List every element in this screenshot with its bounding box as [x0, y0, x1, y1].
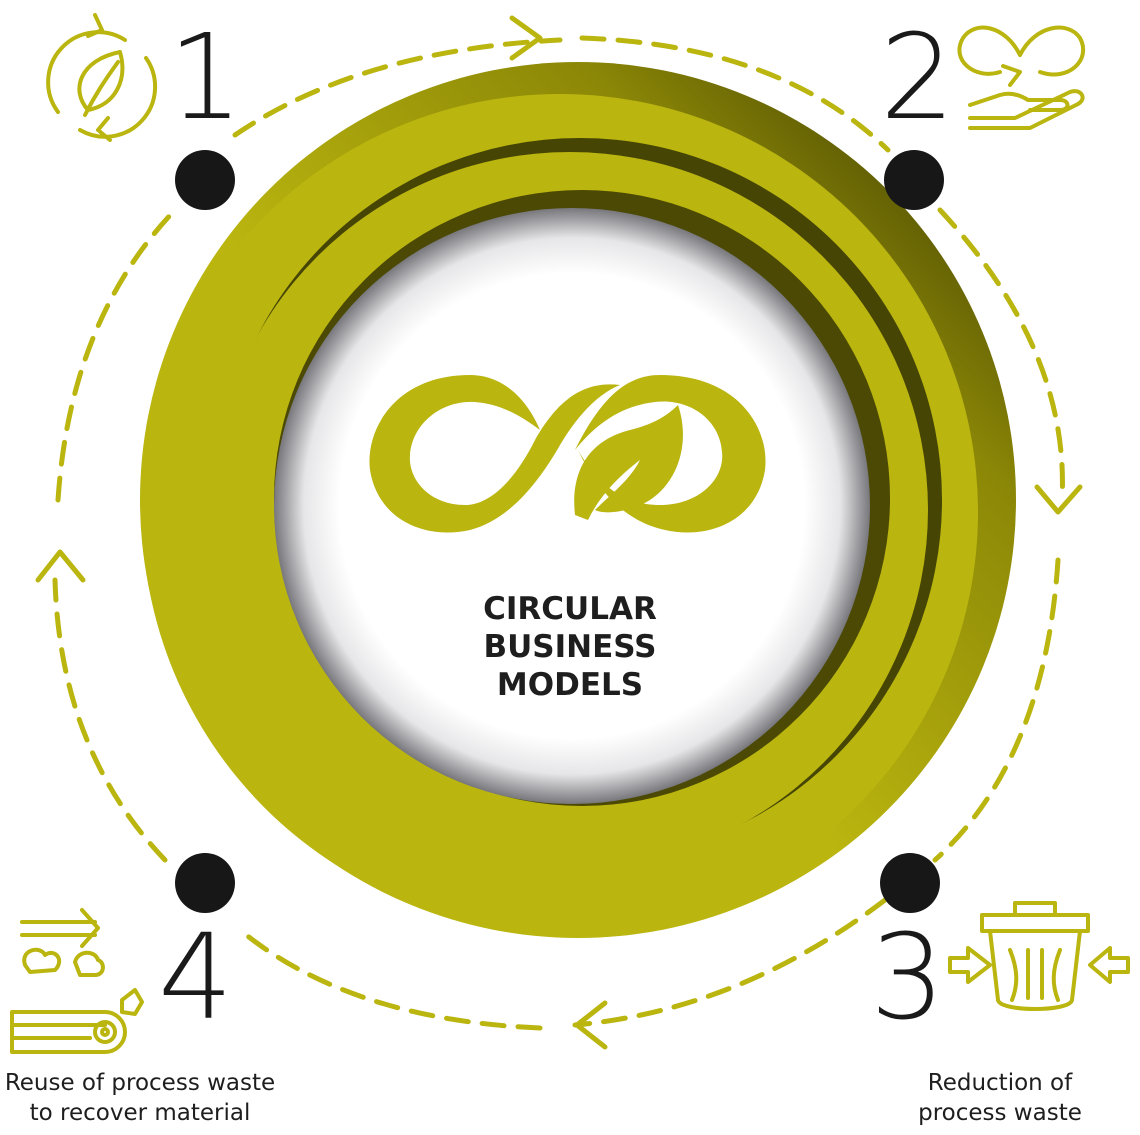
- cycle-path: [52, 35, 1065, 1031]
- leaf-recycle-icon: [46, 13, 158, 142]
- arrow-head-left: [35, 549, 86, 583]
- step-4-caption: Reuse of process waste to recover materi…: [0, 1068, 290, 1128]
- arc-top-right: [579, 35, 891, 153]
- center-title-line-1: CIRCULAR: [483, 591, 657, 627]
- hand-infinity-icon: [957, 25, 1086, 130]
- leaf-shape: [574, 405, 683, 520]
- step-4-caption-line-1: Reuse of process waste: [4, 1070, 276, 1096]
- arc-right-lower: [932, 557, 1061, 863]
- step-3-caption-line-2: process waste: [918, 1100, 1082, 1126]
- arrow-head-top: [509, 15, 543, 61]
- center-title: CIRCULAR BUSINESS MODELS: [470, 590, 670, 704]
- arc-1-to-2: [232, 37, 563, 138]
- node-2: [884, 150, 944, 210]
- step-number-4: 4: [158, 908, 234, 1046]
- step-number-3: 3: [870, 908, 946, 1046]
- waste-conveyor-icon: [10, 908, 144, 1054]
- step-3-caption: Reduction of process waste: [880, 1068, 1120, 1128]
- node-1: [175, 150, 235, 210]
- node-4: [175, 853, 235, 913]
- arrow-head-right: [1034, 484, 1083, 515]
- arrow-head-bottom: [574, 1000, 608, 1050]
- inner-disc: [274, 208, 870, 804]
- arc-4-to-1: [52, 577, 168, 863]
- infinity-left-loop: [369, 375, 620, 533]
- arc-2-to-3: [937, 207, 1065, 503]
- arc-bottom-left: [237, 927, 543, 1031]
- step-number-1: 1: [168, 8, 244, 146]
- infinity-leaf-icon: [369, 375, 766, 533]
- cycle-arrows: [35, 15, 1083, 1050]
- arc-left-upper: [55, 207, 178, 503]
- step-number-2: 2: [880, 8, 956, 146]
- node-3: [880, 853, 940, 913]
- cycle-nodes: [175, 150, 944, 913]
- arc-3-to-4: [572, 897, 888, 1028]
- center-title-line-3: MODELS: [496, 667, 644, 703]
- step-3-caption-line-1: Reduction of: [927, 1070, 1073, 1096]
- infinity-right-loop: [575, 375, 766, 533]
- trash-compress-icon: [948, 901, 1130, 1011]
- step-4-caption-line-2: to recover material: [29, 1100, 251, 1126]
- center-title-line-2: BUSINESS: [483, 629, 657, 665]
